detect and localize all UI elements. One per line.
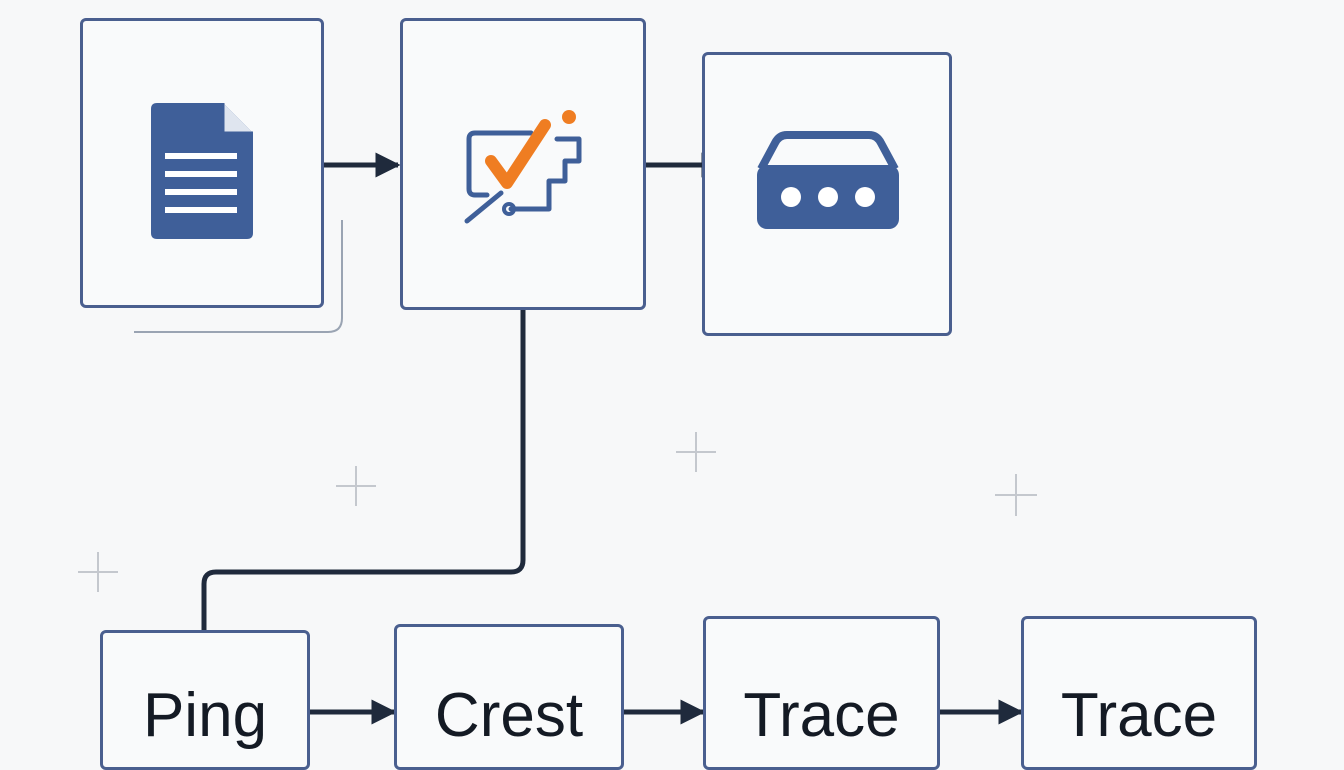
trace-node-2[interactable]: Trace bbox=[1021, 616, 1257, 770]
ping-label: Ping bbox=[142, 681, 268, 750]
check-process-icon bbox=[461, 105, 591, 235]
sparkle-icon bbox=[336, 466, 376, 506]
trace-label-1: Trace bbox=[743, 681, 900, 750]
connector-layer bbox=[78, 152, 1037, 725]
crest-node[interactable]: Crest bbox=[394, 624, 624, 770]
router-icon bbox=[755, 125, 901, 233]
crest-label: Crest bbox=[434, 681, 584, 750]
document-shadow-line bbox=[134, 220, 343, 333]
connector-checklist-to-ping bbox=[201, 310, 526, 630]
router-node[interactable] bbox=[702, 52, 952, 336]
diagram-canvas: Ping Crest Trace Trace bbox=[78, 18, 1257, 770]
document-node[interactable] bbox=[80, 18, 324, 308]
trace-node-1[interactable]: Trace bbox=[703, 616, 940, 770]
sparkle-icon bbox=[78, 552, 118, 592]
ping-node[interactable]: Ping bbox=[100, 630, 310, 770]
sparkle-icon bbox=[995, 474, 1037, 516]
checklist-node[interactable] bbox=[400, 18, 646, 310]
sparkle-decor bbox=[78, 432, 1037, 592]
trace-label-2: Trace bbox=[1060, 681, 1218, 750]
sparkle-icon bbox=[676, 432, 716, 472]
document-icon bbox=[149, 99, 255, 241]
